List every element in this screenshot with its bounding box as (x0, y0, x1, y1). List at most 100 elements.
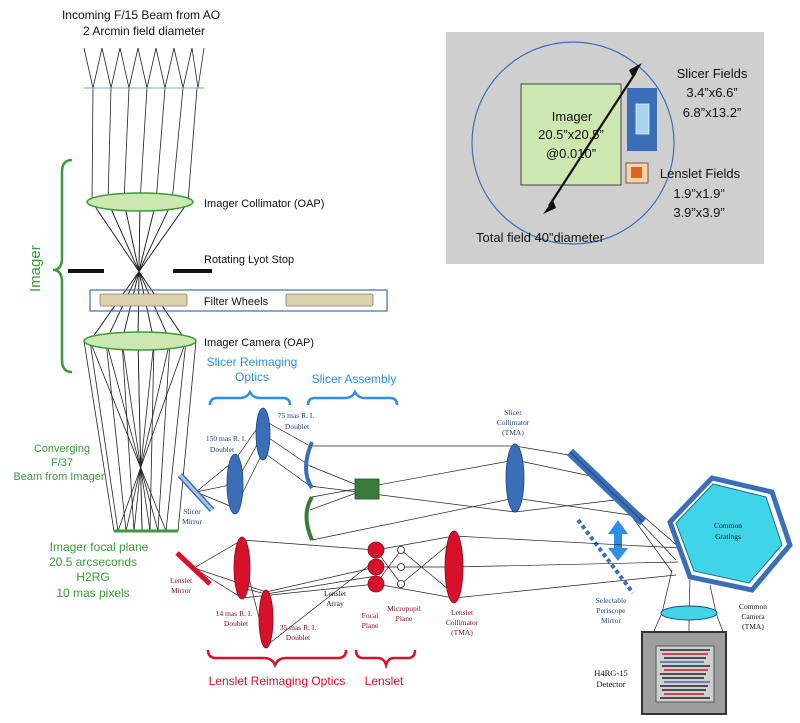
imager-ray (137, 340, 143, 532)
imager-ray (123, 87, 130, 203)
focal-plane-lenslet-label-1: Focal (362, 611, 379, 620)
common-gratings-label-2: Gratings (715, 532, 741, 541)
imager-bracket-label: Imager (27, 245, 44, 292)
lenslet-mirror (175, 551, 212, 586)
slicer-reimaging-brace (208, 389, 292, 406)
slicer-doublet-150 (226, 453, 244, 515)
doublet-150-label-1: 150 mas R. I. (206, 434, 246, 443)
doublet-35-label-2: Doublet (286, 633, 311, 642)
imager-ray (121, 340, 151, 532)
common-camera-label-3: (TMA) (742, 622, 764, 631)
incoming-ray (155, 47, 175, 89)
filter-wheel-2 (285, 293, 374, 307)
lenslet-reimaging-label: Lenslet Reimaging Optics (209, 674, 346, 688)
common-gratings-hexagon-fill (675, 483, 783, 584)
field-inset-panel (446, 32, 764, 264)
inset-imager-label-1: Imager (552, 109, 593, 124)
lenslet-field-small (631, 167, 642, 178)
imager-ray-edge (177, 340, 197, 532)
slicer-mirror-label-2: Mirror (182, 517, 202, 526)
imager-ray (133, 340, 155, 532)
lyot-stop-label: Rotating Lyot Stop (204, 254, 294, 266)
inset-slicer-size-1: 3.4”x6.6” (686, 85, 737, 100)
incoming-ray (137, 47, 157, 89)
lenslet-array-element-1 (367, 541, 385, 559)
lenslet-reimaging-brace (206, 649, 348, 669)
lenslet-collimator-label-3: (TMA) (451, 628, 473, 637)
slicer-doublet-75 (255, 407, 271, 461)
imager-collimator-oap (86, 192, 194, 212)
periscope-label-2: Periscope (596, 606, 626, 615)
inset-total-field-label: Total field 40”diameter (476, 230, 605, 245)
inset-imager-label-2: 20.5”x20.5” (538, 127, 604, 142)
lenslet-doublet-14 (233, 536, 251, 600)
doublet-14-label-2: Doublet (224, 619, 249, 628)
slicer-mirror-face (178, 473, 214, 512)
inset-slicer-fields-label: Slicer Fields (677, 66, 748, 81)
slicer-ray (195, 451, 311, 509)
common-camera-label-1: Common (739, 602, 767, 611)
incoming-ray (119, 47, 139, 89)
micropupil-label-1: Micropupil (387, 604, 421, 613)
incoming-ray (173, 47, 193, 89)
lenslet-mirror-label-1: Lenslet (170, 576, 193, 585)
micropupil-1 (397, 546, 405, 554)
imager-ray (89, 340, 119, 532)
micropupil-label-2: Plane (396, 614, 413, 623)
imager-ray (91, 201, 187, 342)
imager-ray (165, 340, 187, 532)
common-ray (649, 569, 673, 641)
slicer-assembly-label: Slicer Assembly (312, 372, 397, 386)
imager-ray (105, 340, 127, 532)
detector-label-1: H4RG-15 (594, 668, 628, 678)
lenslet-brace (354, 649, 417, 670)
slicer-mirror-label-1: Slicer (183, 507, 201, 516)
lenslet-collimator-label-1: Lenslet (451, 608, 474, 617)
focal-plane-lenslet-label-2: Plane (362, 621, 379, 630)
focal-plane-label-4: 10 mas pixels (56, 586, 129, 600)
doublet-75-label-1: 75 mas R. I. (278, 411, 315, 420)
lenslet-mirror-label-2: Mirror (171, 586, 191, 595)
detector-label-2: Detector (596, 679, 625, 689)
common-gratings-label-1: Common (714, 521, 742, 530)
incoming-beam-label: Incoming F/15 Beam from AO (62, 8, 220, 22)
imager-bracket (52, 158, 73, 374)
incoming-ray (191, 47, 205, 89)
micropupil-3 (397, 580, 405, 588)
doublet-35-label-1: 35 mas R. I. (280, 623, 317, 632)
imager-camera-label: Imager Camera (OAP) (204, 337, 314, 349)
imager-collimator-label: Imager Collimator (OAP) (204, 198, 324, 210)
converging-label-3: Beam from Imager (13, 471, 104, 483)
doublet-150-label-2: Doublet (210, 445, 235, 454)
periscope-arrow (608, 520, 628, 561)
inset-slicer-size-2: 6.8”x13.2” (683, 105, 742, 120)
imager-camera-oap (83, 331, 197, 351)
imager-ray (139, 87, 148, 203)
slicer-fold-mirror-edge (569, 451, 644, 523)
filter-wheels-box (89, 289, 388, 312)
converging-label-2: F/37 (51, 457, 73, 469)
focal-plane-label-2: 20.5 arcseconds (49, 555, 137, 569)
detector-h4rg (641, 631, 727, 715)
slicer-block (354, 478, 380, 500)
periscope-label-3: Mirror (601, 616, 621, 625)
lenslet-ray (193, 561, 679, 593)
imager-ray (117, 340, 187, 532)
common-gratings-hexagon (667, 475, 793, 593)
slicer-ray (195, 419, 311, 493)
incoming-ray (101, 47, 121, 89)
imager-ray (91, 87, 94, 203)
imager-ray (105, 340, 159, 532)
lenslet-array-label-1: Lenslet (324, 589, 347, 598)
periscope-label-1: Selectable (596, 596, 627, 605)
slicer-ray (311, 497, 631, 541)
lenslet-ray (193, 535, 681, 569)
converging-label-1: Converging (34, 443, 90, 455)
focal-plane-label-1: Imager focal plane (50, 540, 149, 554)
slicer-ray (310, 445, 576, 457)
lenslet-collimator-tma (444, 530, 464, 604)
imager-ray (121, 340, 135, 532)
micropupil-2 (397, 563, 405, 571)
